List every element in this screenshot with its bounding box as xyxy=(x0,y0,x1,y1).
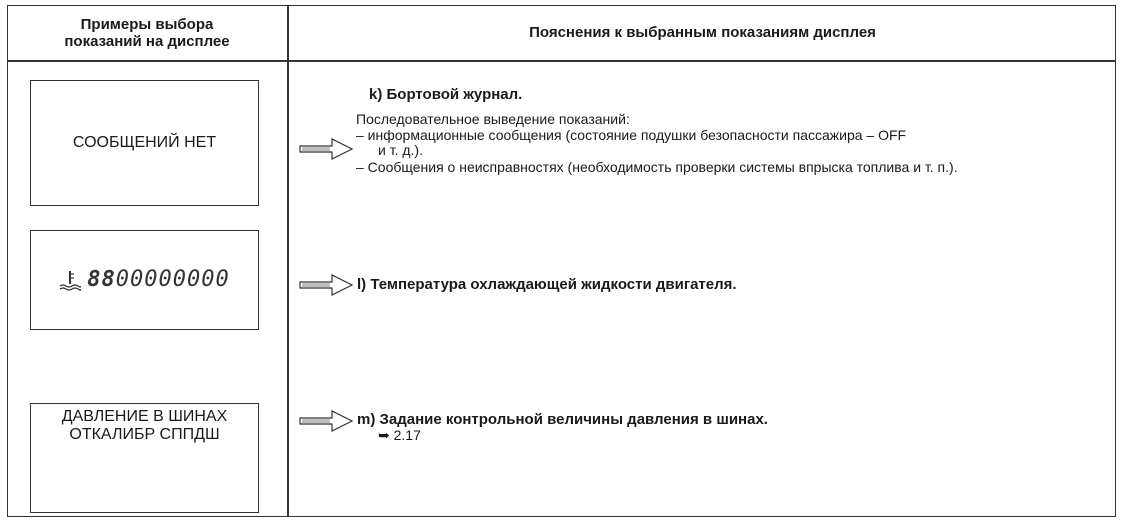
arrow-icon xyxy=(299,138,354,160)
table-frame xyxy=(7,5,1116,517)
display-line1: ДАВЛЕНИЕ В ШИНАХ xyxy=(61,408,228,425)
arrow-icon xyxy=(299,410,354,432)
display-box-tire-pressure: ДАВЛЕНИЕ В ШИНАХ ОТКАЛИБР СППДШ xyxy=(30,403,259,513)
row-m-reference: ➥ 2.17 xyxy=(378,427,421,443)
column-divider xyxy=(287,5,289,517)
header-left-line1: Примеры выбора xyxy=(80,15,214,33)
header-left-line2: показаний на дисплее xyxy=(64,32,230,50)
header-left: Примеры выбора показаний на дисплее xyxy=(7,5,287,60)
arrow-icon xyxy=(299,274,354,296)
row-k-item2: – Сообщения о неисправностях (необходимо… xyxy=(356,159,958,175)
row-l-title: l) Температура охлаждающей жидкости двиг… xyxy=(357,276,737,293)
row-k-intro: Последовательное выведение показаний: xyxy=(356,111,630,127)
display-box-messages: СООБЩЕНИЙ НЕТ xyxy=(30,80,259,206)
digit-readout: 8800000000 xyxy=(87,269,229,291)
digit-readout-digits: 00000000 xyxy=(115,267,230,292)
header-right: Пояснения к выбранным показаниям дисплея xyxy=(529,24,876,41)
header-divider xyxy=(7,60,1116,62)
row-k-title: k) Бортовой журнал. xyxy=(369,86,523,103)
display-line2: ОТКАЛИБР СППДШ xyxy=(69,426,220,443)
display-box-coolant: 8800000000 xyxy=(30,230,259,330)
coolant-temperature-icon xyxy=(59,271,82,291)
digit-readout-bold: 88 xyxy=(87,267,116,292)
row-m-title: m) Задание контрольной величины давления… xyxy=(357,411,768,428)
row-k-item1: – информационные сообщения (состояние по… xyxy=(356,127,907,143)
row-k-item1-cont: и т. д.). xyxy=(378,142,423,158)
display-text: СООБЩЕНИЙ НЕТ xyxy=(72,134,217,151)
